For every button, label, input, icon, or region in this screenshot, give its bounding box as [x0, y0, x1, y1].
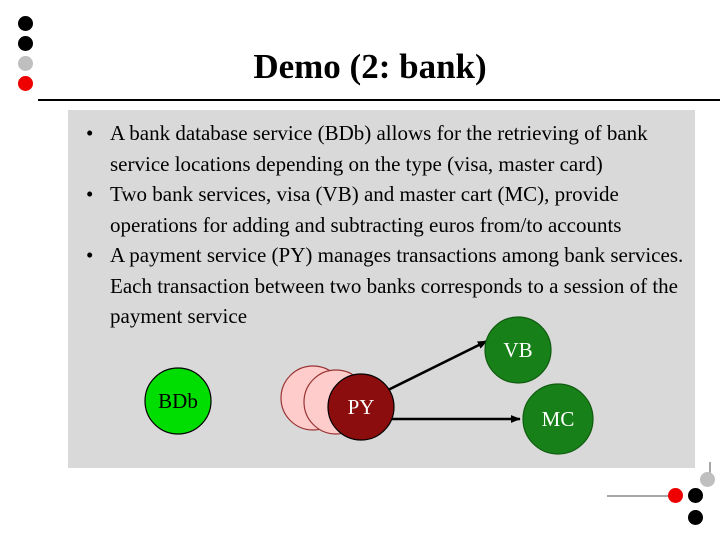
node-vb-label: VB [503, 338, 532, 362]
title-divider [38, 99, 720, 101]
deco-dot-black-1 [688, 488, 703, 503]
list-item-text: A bank database service (BDb) allows for… [110, 121, 648, 176]
deco-dot-red [668, 488, 683, 503]
deco-dot-gray [700, 472, 715, 487]
node-bdb-label: BDb [158, 389, 198, 413]
node-mc-shape[interactable] [522, 383, 594, 455]
bullet-marker: • [86, 182, 94, 206]
list-item-text: A payment service (PY) manages transacti… [110, 243, 684, 328]
list-item-text: Two bank services, visa (VB) and master … [110, 182, 622, 237]
decoration-bottom-right [600, 462, 720, 540]
deco-dot-black-2 [18, 36, 33, 51]
deco-line-horizontal [607, 495, 670, 497]
deco-dot-red [18, 76, 33, 91]
list-item: • Two bank services, visa (VB) and maste… [74, 179, 689, 240]
list-item: • A bank database service (BDb) allows f… [74, 118, 689, 179]
edge-py-vb [385, 339, 488, 393]
list-item: • A payment service (PY) manages transac… [74, 240, 689, 332]
service-diagram: BDb VB PY MC [68, 110, 695, 468]
bullet-marker: • [86, 243, 94, 267]
bullet-list: • A bank database service (BDb) allows f… [74, 118, 689, 332]
deco-dot-gray [18, 56, 33, 71]
bullet-marker: • [86, 121, 94, 145]
node-vb-shape[interactable] [484, 316, 552, 384]
node-mc-label: MC [542, 407, 575, 431]
node-py-label: PY [348, 395, 375, 419]
decoration-top-left [18, 16, 48, 94]
node-py-shape[interactable] [327, 373, 395, 441]
page-title: Demo (2: bank) [253, 47, 487, 86]
deco-dot-black-2 [688, 510, 703, 525]
deco-dot-black-1 [18, 16, 33, 31]
node-bdb-shape[interactable] [144, 367, 212, 435]
